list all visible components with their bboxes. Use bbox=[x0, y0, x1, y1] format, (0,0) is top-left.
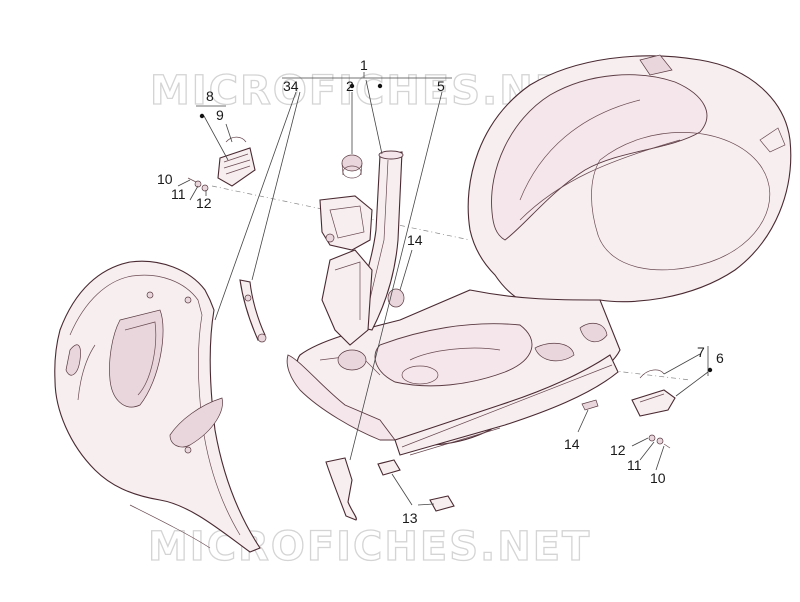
callout-5: 5 bbox=[437, 78, 445, 94]
callout-6: 6 bbox=[716, 350, 724, 366]
legshield bbox=[54, 260, 261, 553]
callout-14-upper: 14 bbox=[407, 232, 423, 248]
callout-3-4: 34 bbox=[283, 78, 299, 94]
callout-2: 2 bbox=[346, 78, 354, 94]
callout-12-right: 12 bbox=[610, 442, 626, 458]
callout-10-right: 10 bbox=[650, 470, 666, 486]
callout-9: 9 bbox=[216, 107, 224, 123]
callout-10-left: 10 bbox=[157, 171, 173, 187]
callout-14-lower: 14 bbox=[564, 436, 580, 452]
callouts: 1 2 34 5 6 7 8 9 10 11 12 10 11 12 13 14… bbox=[157, 57, 724, 526]
callout-13: 13 bbox=[402, 510, 418, 526]
watermark-bottom: MICROFICHES.NET bbox=[148, 524, 591, 570]
callout-11-left: 11 bbox=[171, 186, 186, 202]
callout-8: 8 bbox=[206, 88, 214, 104]
small-parts bbox=[187, 136, 676, 521]
callout-11-right: 11 bbox=[627, 457, 642, 473]
callout-7: 7 bbox=[697, 344, 705, 360]
leader-lines bbox=[177, 72, 713, 506]
callout-12-left: 12 bbox=[196, 195, 212, 211]
callout-1: 1 bbox=[360, 57, 368, 73]
body-frame bbox=[286, 54, 792, 456]
